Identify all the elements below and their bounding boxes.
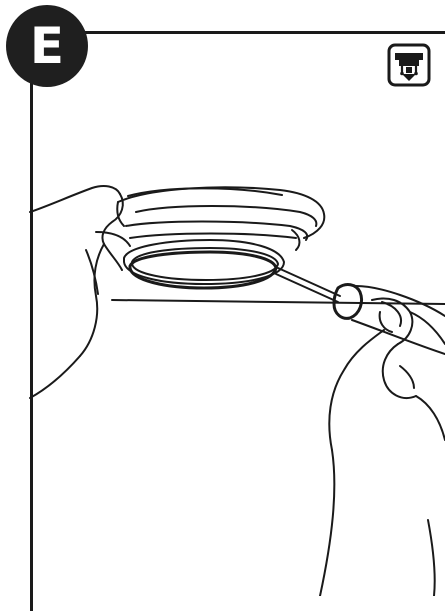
lid-part [117, 187, 324, 288]
step-badge: E [6, 5, 88, 87]
left-hand [30, 186, 130, 398]
step-letter: E [30, 21, 64, 71]
gasket-removal-illustration [0, 0, 445, 596]
right-hand [320, 299, 445, 597]
dishwasher-top-rack-icon [387, 43, 431, 87]
screwdriver [276, 268, 445, 354]
